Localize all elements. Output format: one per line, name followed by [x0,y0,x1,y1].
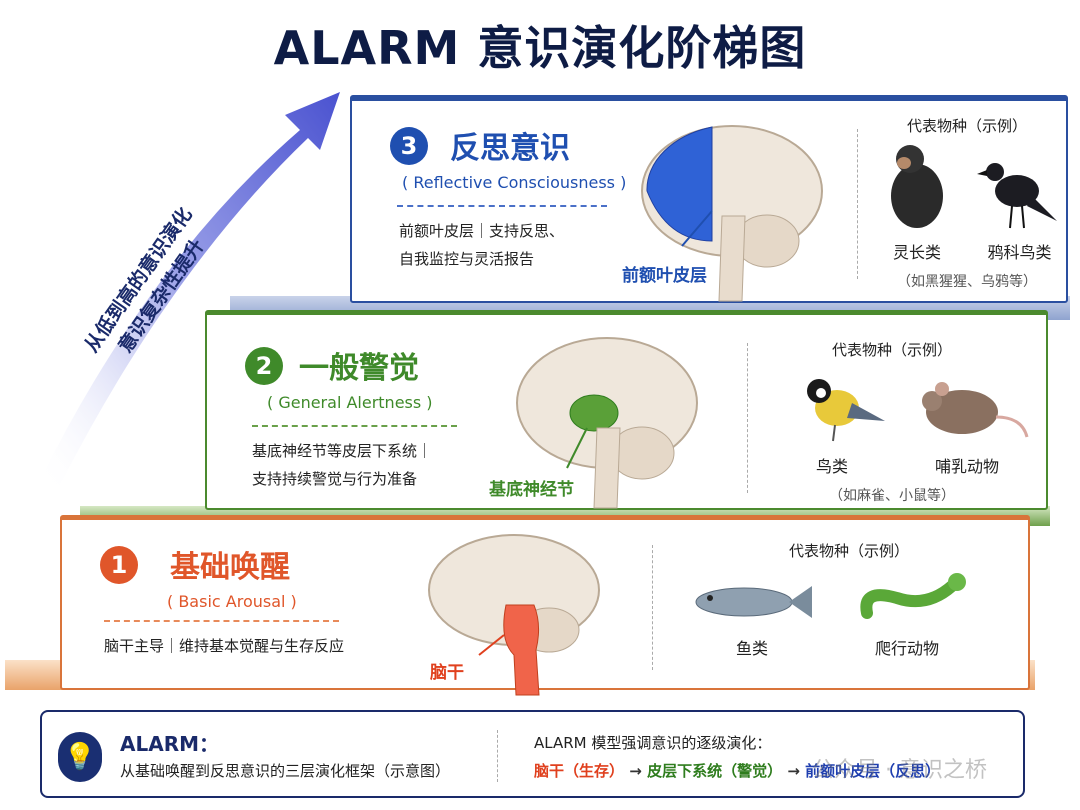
footer-subtitle: 从基础唤醒到反思意识的三层演化框架（示意图） [120,762,451,780]
mouse-icon [922,382,1029,438]
brain-prefrontal-icon [641,125,823,302]
level-2-badge: 2 [245,347,283,385]
species-corvids: 鸦科鸟类 [987,243,1052,262]
level-3-panel: 3 反思意识 ( Reflective Consciousness ) 前额叶皮… [350,95,1068,303]
level-2-description: 基底神经节等皮层下系统｜ 支持持续警觉与行为准备 [252,437,432,493]
brain-basal-ganglia-icon [516,337,698,509]
evolution-chain: 脑干（生存） → 皮层下系统（警觉） → 前额叶皮层（反思） [534,760,940,781]
desc-line: 支持持续警觉与行为准备 [252,470,418,488]
level-1-description: 脑干主导｜维持基本觉醒与生存反应 [104,637,345,655]
level-1-english: ( Basic Arousal ) [167,592,297,611]
fish-icon [695,586,812,618]
divider [497,730,498,782]
level-3-english: ( Reflective Consciousness ) [402,173,627,192]
desc-line: 前额叶皮层｜支持反思、 [399,222,565,240]
arrow-icon: → [629,762,642,780]
divider [397,205,607,207]
ascending-arrow [40,92,340,485]
level-1-panel: 1 基础唤醒 ( Basic Arousal ) 脑干主导｜维持基本觉醒与生存反… [60,515,1030,696]
divider [652,545,653,670]
level-2-species-title: 代表物种（示例） [831,341,952,359]
lightbulb-icon: 💡 [58,732,102,782]
level-2-english: ( General Alertness ) [267,393,433,412]
chain-prefrontal: 前额叶皮层（反思） [805,762,941,780]
divider [104,620,339,622]
species-primates: 灵长类 [892,243,941,262]
crow-icon [977,163,1057,229]
arrow-icon: → [787,762,800,780]
brain-brainstem-icon [428,534,600,696]
level-1-badge: 1 [100,546,138,584]
chain-subcortical: 皮层下系统（警觉） [647,762,783,780]
chimpanzee-icon [891,145,943,228]
level-1-species-title: 代表物种（示例） [788,542,909,560]
footer-summary-box: 💡 ALARM： 从基础唤醒到反思意识的三层演化框架（示意图） ALARM 模型… [40,710,1025,798]
chain-brainstem: 脑干（生存） [534,762,625,780]
desc-line: 基底神经节等皮层下系统｜ [252,442,433,460]
level-3-name: 反思意识 [450,131,570,166]
level-1-brain-label: 脑干 [430,663,464,683]
species-mammals: 哺乳动物 [934,457,999,476]
divider [747,343,748,493]
footer-right-title: ALARM 模型强调意识的逐级演化： [534,734,772,752]
divider [857,129,858,279]
level-1-name: 基础唤醒 [170,550,290,585]
level-2-panel: 2 一般警觉 ( General Alertness ) 基底神经节等皮层下系统… [205,310,1048,510]
level-3-species-note: （如黑猩猩、乌鸦等） [897,274,1037,290]
species-reptiles: 爬行动物 [874,639,939,658]
page-title: ALARM 意识演化阶梯图 [273,21,807,75]
level-2-brain-label: 基底神经节 [489,480,574,500]
level-3-brain-label: 前额叶皮层 [622,266,707,286]
level-2-name: 一般警觉 [299,351,419,386]
desc-line: 自我监控与灵活报告 [399,250,535,268]
species-fish: 鱼类 [735,639,768,658]
watermark: 公众号 · 意识之桥 [812,758,987,783]
level-2-species-note: （如麻雀、小鼠等） [829,488,955,504]
divider [252,425,457,427]
species-birds: 鸟类 [815,457,848,476]
footer-heading: ALARM： [120,732,220,756]
level-3-badge: 3 [390,127,428,165]
lizard-icon [860,573,966,619]
level-3-species-title: 代表物种（示例） [906,117,1027,135]
bird-icon [807,379,885,442]
level-3-description: 前额叶皮层｜支持反思、自我监控与灵活报告 [399,217,564,273]
